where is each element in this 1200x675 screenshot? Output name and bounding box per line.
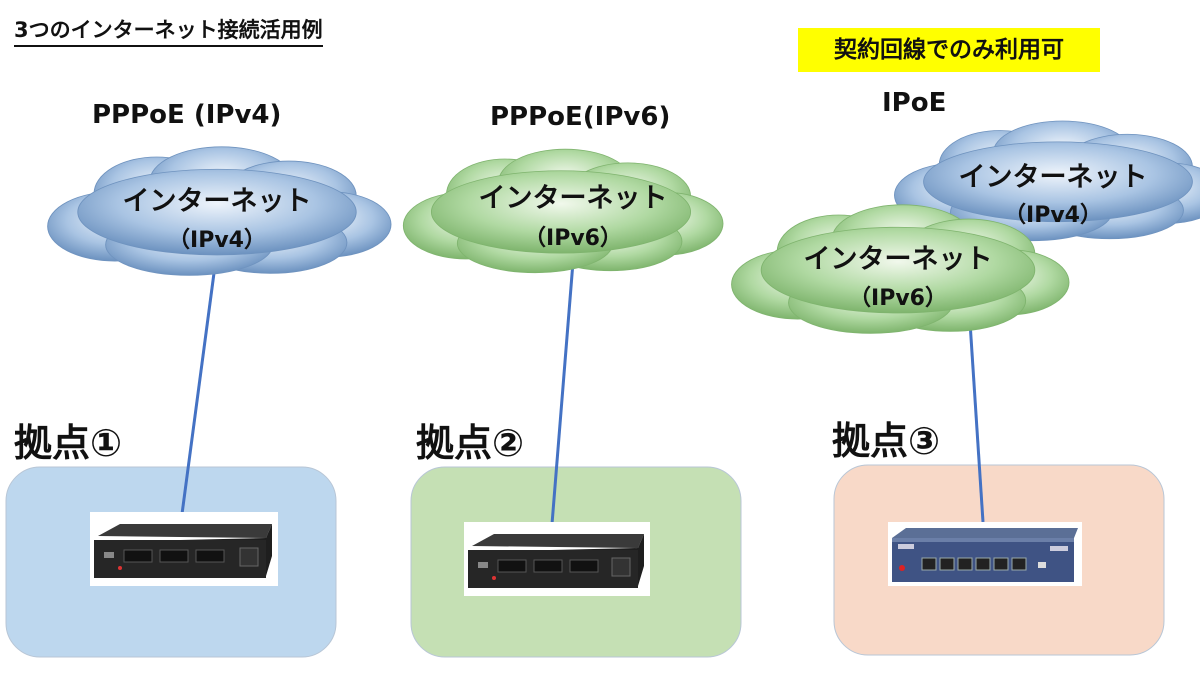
site-label-2: 拠点②	[416, 421, 525, 465]
cloud-sublabel-site1: （IPv4）	[168, 228, 266, 253]
site-label-1: 拠点①	[14, 421, 123, 465]
router-dark-icon	[464, 522, 650, 596]
availability-note-badge: 契約回線でのみ利用可	[798, 28, 1100, 72]
link-site3	[968, 321, 985, 523]
cloud-sublabel-site2: （IPv6）	[524, 226, 622, 251]
router-dark-icon	[90, 512, 278, 586]
cloud-label-site2: インターネット	[479, 183, 668, 214]
site-label-3: 拠点③	[832, 419, 941, 463]
link-site2	[550, 261, 575, 525]
protocol-label-site2: PPPoE(IPv6)	[490, 102, 671, 132]
router-blue-icon	[888, 522, 1082, 586]
cloud-label-site3-ipv6: インターネット	[804, 244, 993, 275]
cloud-label-site3-ipv4: インターネット	[959, 162, 1148, 193]
protocol-label-site1: PPPoE (IPv4)	[92, 100, 282, 130]
cloud-sublabel-site3-ipv4: （IPv4）	[1004, 203, 1102, 228]
protocol-label-site3: IPoE	[882, 88, 947, 118]
cloud-sublabel-site3-ipv6: （IPv6）	[849, 286, 947, 311]
page-title: 3つのインターネット接続活用例	[14, 14, 323, 47]
link-site1	[180, 257, 218, 515]
cloud-label-site1: インターネット	[123, 186, 312, 217]
